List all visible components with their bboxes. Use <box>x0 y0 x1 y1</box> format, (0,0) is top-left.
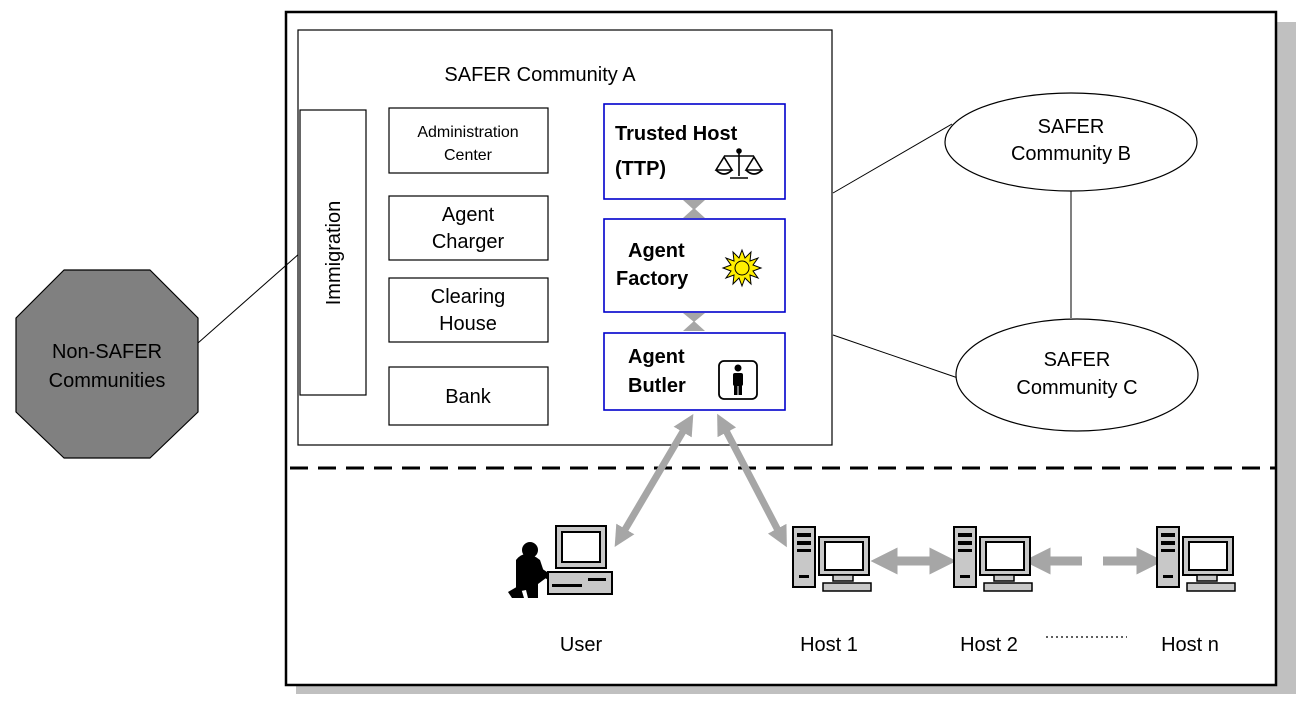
trusted-host-line2: (TTP) <box>615 158 666 180</box>
host-1-label: Host 1 <box>800 634 858 656</box>
component-link-1 <box>683 200 705 218</box>
clearing-house-line1: Clearing <box>431 286 505 308</box>
administration-center-line1: Administration <box>417 124 518 141</box>
community-c-ellipse <box>955 318 1199 432</box>
community-c-line2: Community C <box>1016 377 1137 399</box>
clearing-house-line2: House <box>439 313 497 335</box>
agent-butler-line2: Butler <box>628 375 686 397</box>
community-b-line1: SAFER <box>1038 116 1105 138</box>
agent-factory-box <box>603 218 786 313</box>
arrow-butler-host1 <box>717 413 787 548</box>
community-c-line1: SAFER <box>1044 349 1111 371</box>
user-label: User <box>560 634 603 656</box>
component-link-2 <box>683 313 705 331</box>
agent-charger-line2: Charger <box>432 231 505 253</box>
arrow-butler-user <box>614 413 694 548</box>
community-a-title: SAFER Community A <box>444 64 636 86</box>
non-safer-shape <box>15 269 199 459</box>
host-2-label: Host 2 <box>960 634 1018 656</box>
clearing-house-box <box>388 277 549 343</box>
trusted-host-line1: Trusted Host <box>615 123 738 145</box>
scales-icon <box>714 148 764 179</box>
immigration-label: Immigration <box>323 201 345 305</box>
link-nonsafer-immigration <box>197 252 301 344</box>
bank-box <box>388 366 549 426</box>
trusted-host-box <box>603 103 786 200</box>
agent-factory-line2: Factory <box>616 268 689 290</box>
community-b-ellipse <box>944 92 1198 192</box>
non-safer-line1: Non-SAFER <box>52 341 162 363</box>
administration-center-box <box>388 107 549 174</box>
community-b-line2: Community B <box>1011 143 1131 165</box>
agent-charger-line1: Agent <box>442 204 495 226</box>
link-a-c <box>832 334 959 379</box>
sun-icon <box>721 248 763 288</box>
bank-label: Bank <box>445 386 492 408</box>
non-safer-line2: Communities <box>49 370 166 392</box>
agent-factory-line1: Agent <box>628 240 685 262</box>
host-n-label: Host n <box>1161 634 1219 656</box>
person-icon <box>718 360 758 400</box>
agent-butler-line1: Agent <box>628 346 685 368</box>
user-workstation-icon <box>508 525 613 598</box>
immigration-box <box>299 109 367 396</box>
administration-center-line2: Center <box>444 147 493 164</box>
link-a-b <box>832 123 953 194</box>
agent-charger-box <box>388 195 549 261</box>
